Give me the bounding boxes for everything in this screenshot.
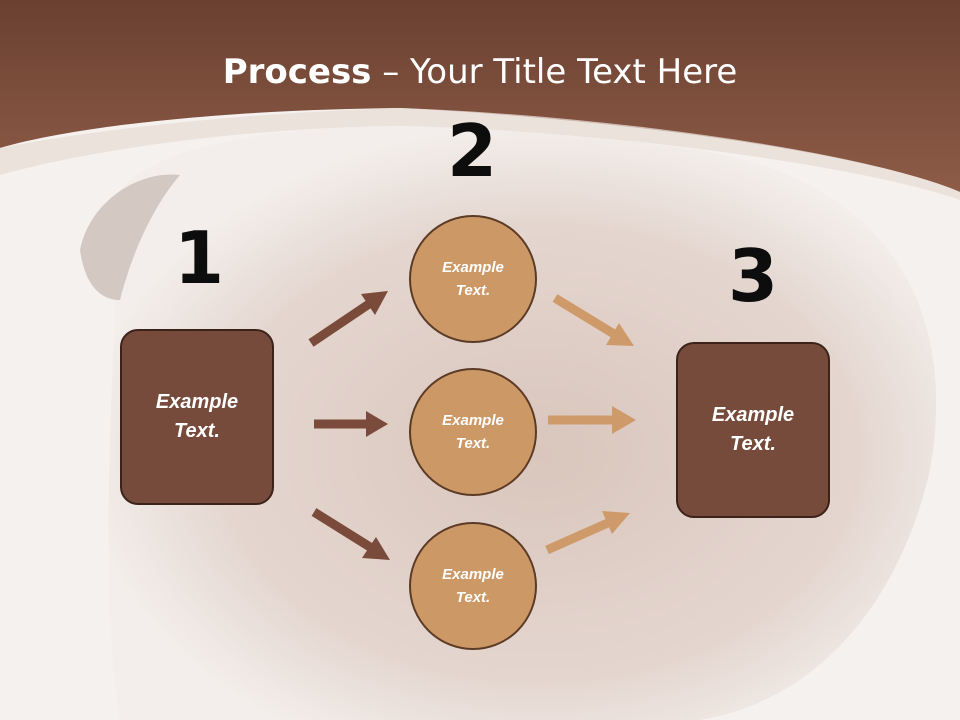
arrow-left-bottom [311, 508, 390, 560]
step-number-1: 1 [173, 216, 225, 300]
process-circle-3: Example Text. [409, 522, 537, 650]
arrow-left-top [308, 291, 388, 347]
box-right-line1: Example [711, 404, 795, 426]
title-rest: – Your Title Text Here [371, 52, 738, 92]
circle-2-line2: Text. [455, 435, 491, 452]
process-box-right: Example Text. [676, 342, 830, 518]
process-circle-2: Example Text. [409, 368, 537, 496]
box-right-line2: Text. [730, 433, 776, 455]
arrow-right-bottom [545, 511, 630, 555]
header-swoosh [0, 108, 960, 200]
box-left-line2: Text. [174, 420, 220, 442]
circle-3-line2: Text. [455, 589, 491, 606]
circle-2-line1: Example [442, 412, 504, 429]
title-bold: Process [222, 52, 372, 92]
header-band [0, 0, 960, 192]
arrow-right-middle [548, 406, 636, 434]
arrow-left-middle [314, 411, 388, 437]
step-number-2: 2 [446, 109, 498, 193]
hair-shape [80, 174, 180, 300]
circle-3-line1: Example [442, 566, 504, 583]
arrow-right-top [552, 294, 634, 346]
slide-title: Process – Your Title Text Here [0, 52, 960, 92]
circle-1-line1: Example [442, 259, 504, 276]
box-left-line1: Example [155, 391, 239, 413]
process-box-left: Example Text. [120, 329, 274, 505]
process-circle-1: Example Text. [409, 215, 537, 343]
circle-1-line2: Text. [455, 282, 491, 299]
step-number-3: 3 [727, 234, 779, 318]
